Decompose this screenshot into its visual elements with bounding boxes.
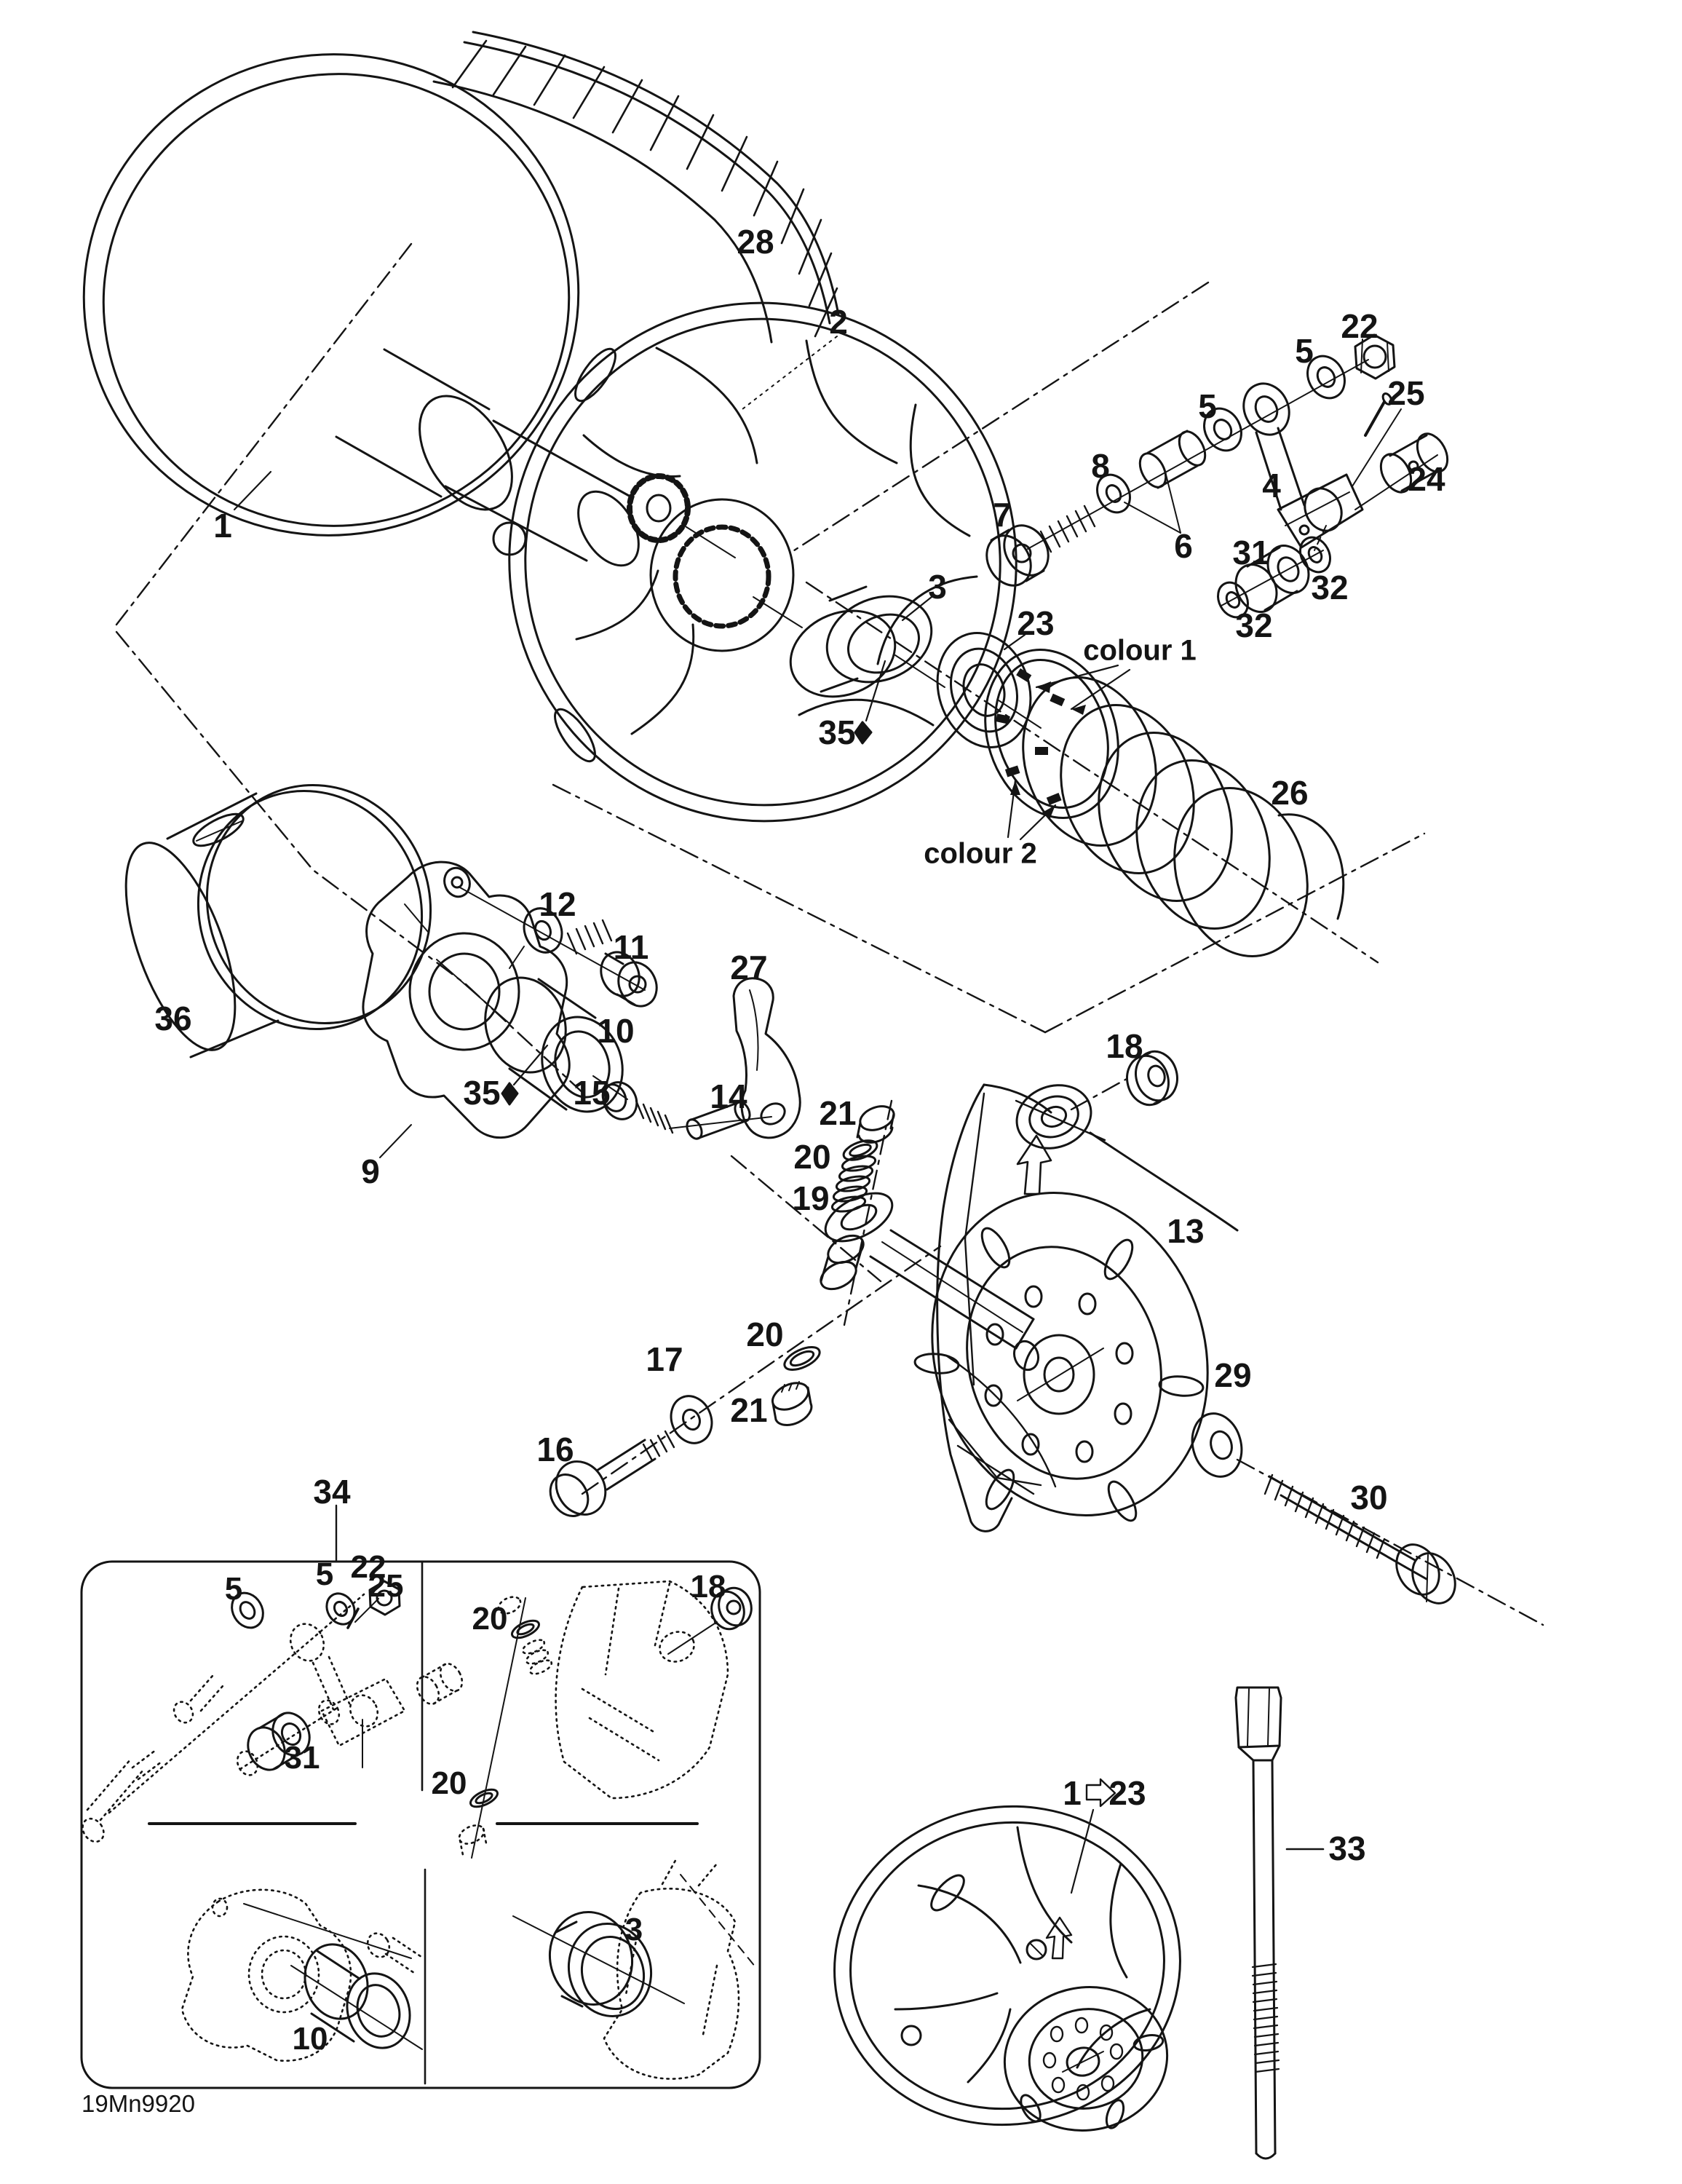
part-label-part-20-b: 20 xyxy=(746,1315,784,1353)
part-label-part-1: 1 xyxy=(213,507,232,545)
part-label-part-31: 31 xyxy=(1232,534,1270,571)
part-label-part-23: 23 xyxy=(1017,604,1055,642)
part-label-part-35-a: 35 xyxy=(818,713,856,751)
countershaft-housing-13 xyxy=(913,1083,1239,1532)
assembled-flange-holes xyxy=(1042,2017,1124,2101)
ring-20-lower xyxy=(783,1346,821,1371)
trunnion-bracket xyxy=(820,1192,1035,1350)
housing-flange-slots xyxy=(913,1227,1205,1522)
part-label-part-8: 8 xyxy=(1091,447,1110,485)
part-label-part-26: 26 xyxy=(1271,774,1309,812)
bolt-15 xyxy=(601,1081,772,1134)
bolt-33 xyxy=(1234,1686,1325,2160)
part-label-inset-20-a: 20 xyxy=(472,1601,508,1637)
inset-spider-bushing xyxy=(181,1888,425,2062)
label-leaders xyxy=(901,596,1026,651)
part-label-part-16: 16 xyxy=(536,1431,574,1468)
part-label-part-17: 17 xyxy=(646,1340,683,1378)
part-label-part-9: 9 xyxy=(361,1152,380,1190)
damper-stack-upper xyxy=(830,1105,895,1213)
part-label-part-4: 4 xyxy=(1262,467,1281,505)
part-label-part-28: 28 xyxy=(737,223,774,261)
washer-29 xyxy=(1191,1412,1243,1478)
part-label-part-5-top: 5 xyxy=(1295,332,1314,370)
spring-colour-marks xyxy=(995,668,1066,805)
inset-lever-assembly xyxy=(82,1580,464,1843)
construction-lines xyxy=(115,242,1544,1626)
direction-arrow-icon xyxy=(1016,1134,1052,1195)
lever-27 xyxy=(732,977,801,1139)
bolt-11 xyxy=(458,886,658,1008)
part-label-inset-25: 25 xyxy=(368,1568,404,1604)
white-arrow-icon xyxy=(1085,1778,1116,1808)
part-label-part-22: 22 xyxy=(1341,307,1378,345)
service-inset-box xyxy=(80,1504,761,2089)
part-label-inset-18: 18 xyxy=(690,1569,726,1605)
part-label-assembly-1: 1 xyxy=(1063,1774,1082,1812)
part-label-inset-5-a: 5 xyxy=(315,1556,334,1592)
washer-12 xyxy=(523,907,563,954)
clip-35-lower xyxy=(501,1044,549,1106)
clip-35-upper xyxy=(854,660,886,745)
part-label-part-5-left: 5 xyxy=(1198,387,1217,425)
part-label-part-29: 29 xyxy=(1214,1356,1252,1394)
part-label-part-25: 25 xyxy=(1387,374,1425,412)
part-label-part-14: 14 xyxy=(710,1077,747,1115)
part-label-part-34: 34 xyxy=(313,1473,351,1511)
inset-cam-bushing xyxy=(512,1856,756,2080)
part-label-inset-3: 3 xyxy=(624,1912,643,1947)
cup-21-lower xyxy=(771,1381,813,1426)
bolt-16 xyxy=(549,1430,675,1517)
assembled-drive-pulley xyxy=(833,1778,1181,2132)
part-label-part-11: 11 xyxy=(613,928,649,966)
housing-bolt-holes xyxy=(984,1285,1134,1463)
part-label-part-2: 2 xyxy=(829,303,848,341)
part-label-inset-10: 10 xyxy=(292,2021,328,2057)
bushing-10 xyxy=(484,976,628,1113)
part-label-part-6: 6 xyxy=(1174,527,1193,565)
part-label-inset-31: 31 xyxy=(284,1740,320,1776)
colour-callout-arrows xyxy=(1007,664,1131,841)
washer-18 xyxy=(1126,1050,1178,1107)
pin-14 xyxy=(686,1101,751,1140)
part-label-part-19: 19 xyxy=(792,1179,830,1217)
part-label-part-21-a: 21 xyxy=(819,1094,857,1132)
pulley-spring xyxy=(984,649,1345,957)
part-label-inset-5-b: 5 xyxy=(224,1571,243,1607)
bushing-3 xyxy=(789,585,945,698)
part-label-part-7: 7 xyxy=(993,496,1012,534)
bolt-30 xyxy=(1264,1473,1456,1605)
part-label-part-13: 13 xyxy=(1167,1212,1205,1250)
part-label-part-3: 3 xyxy=(928,568,947,606)
part-label-part-32-b: 32 xyxy=(1235,606,1273,644)
part-label-inset-22: 22 xyxy=(350,1549,386,1585)
spider-9 xyxy=(362,860,571,1158)
part-label-inset-20-b: 20 xyxy=(431,1765,467,1801)
part-label-part-33: 33 xyxy=(1328,1829,1366,1867)
part-label-part-27: 27 xyxy=(730,949,768,986)
part-label-part-15: 15 xyxy=(573,1074,611,1112)
figure-code: 19Mn9920 xyxy=(82,2090,195,2117)
governor-lever-cluster xyxy=(985,333,1449,619)
washer-17 xyxy=(670,1395,713,1444)
part-label-part-36: 36 xyxy=(154,1000,192,1037)
part-label-part-10: 10 xyxy=(597,1012,635,1050)
part-label-colour-2: colour 2 xyxy=(924,837,1037,870)
part-label-part-21-b: 21 xyxy=(730,1391,768,1429)
part-label-assembly-23: 23 xyxy=(1108,1774,1146,1812)
part-label-part-18-a: 18 xyxy=(1106,1027,1143,1065)
inset-damper-assembly xyxy=(458,1580,753,1859)
part-label-part-20-a: 20 xyxy=(793,1138,831,1176)
part-label-colour-1: colour 1 xyxy=(1083,634,1197,667)
part-label-part-24: 24 xyxy=(1408,460,1445,498)
part-label-part-30: 30 xyxy=(1350,1479,1388,1516)
part-label-part-32-a: 32 xyxy=(1311,569,1349,606)
part-label-part-35-b: 35 xyxy=(463,1074,501,1112)
part-label-part-12: 12 xyxy=(539,885,576,923)
